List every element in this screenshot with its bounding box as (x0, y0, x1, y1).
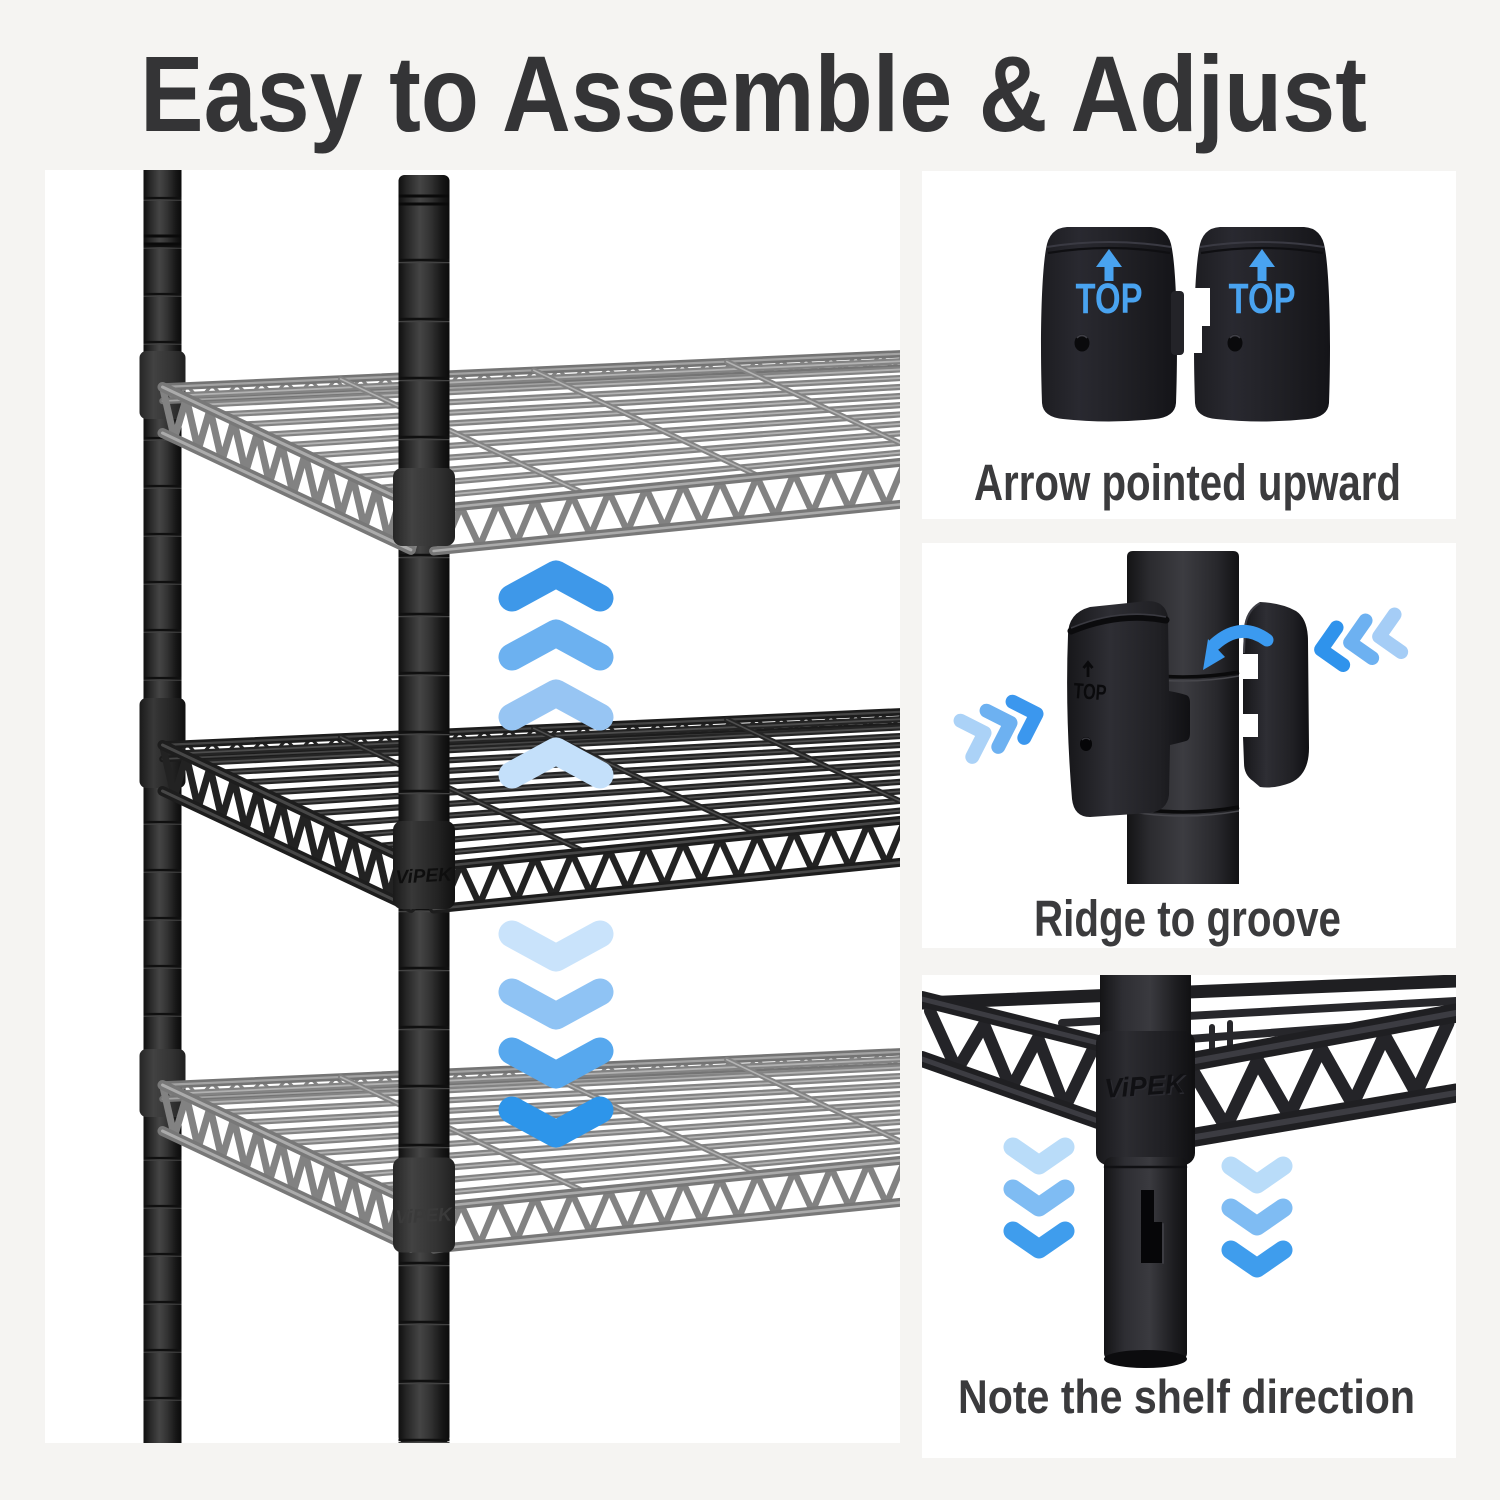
svg-text:Easy to Assemble & Adjust: Easy to Assemble & Adjust (140, 33, 1367, 154)
svg-text:Note the shelf direction: Note the shelf direction (958, 1370, 1415, 1423)
svg-text:TOP: TOP (1073, 678, 1108, 705)
svg-text:Arrow pointed upward: Arrow pointed upward (974, 454, 1401, 511)
svg-text:TOP: TOP (1229, 275, 1296, 323)
svg-text:ViPEK: ViPEK (395, 864, 454, 888)
svg-text:ViPEK: ViPEK (1105, 1069, 1189, 1105)
svg-text:TOP: TOP (1076, 275, 1143, 323)
svg-text:ViPEK: ViPEK (395, 1204, 454, 1228)
svg-text:ViPEK: ViPEK (1103, 1068, 1187, 1104)
svg-text:Ridge to groove: Ridge to groove (1034, 890, 1341, 947)
